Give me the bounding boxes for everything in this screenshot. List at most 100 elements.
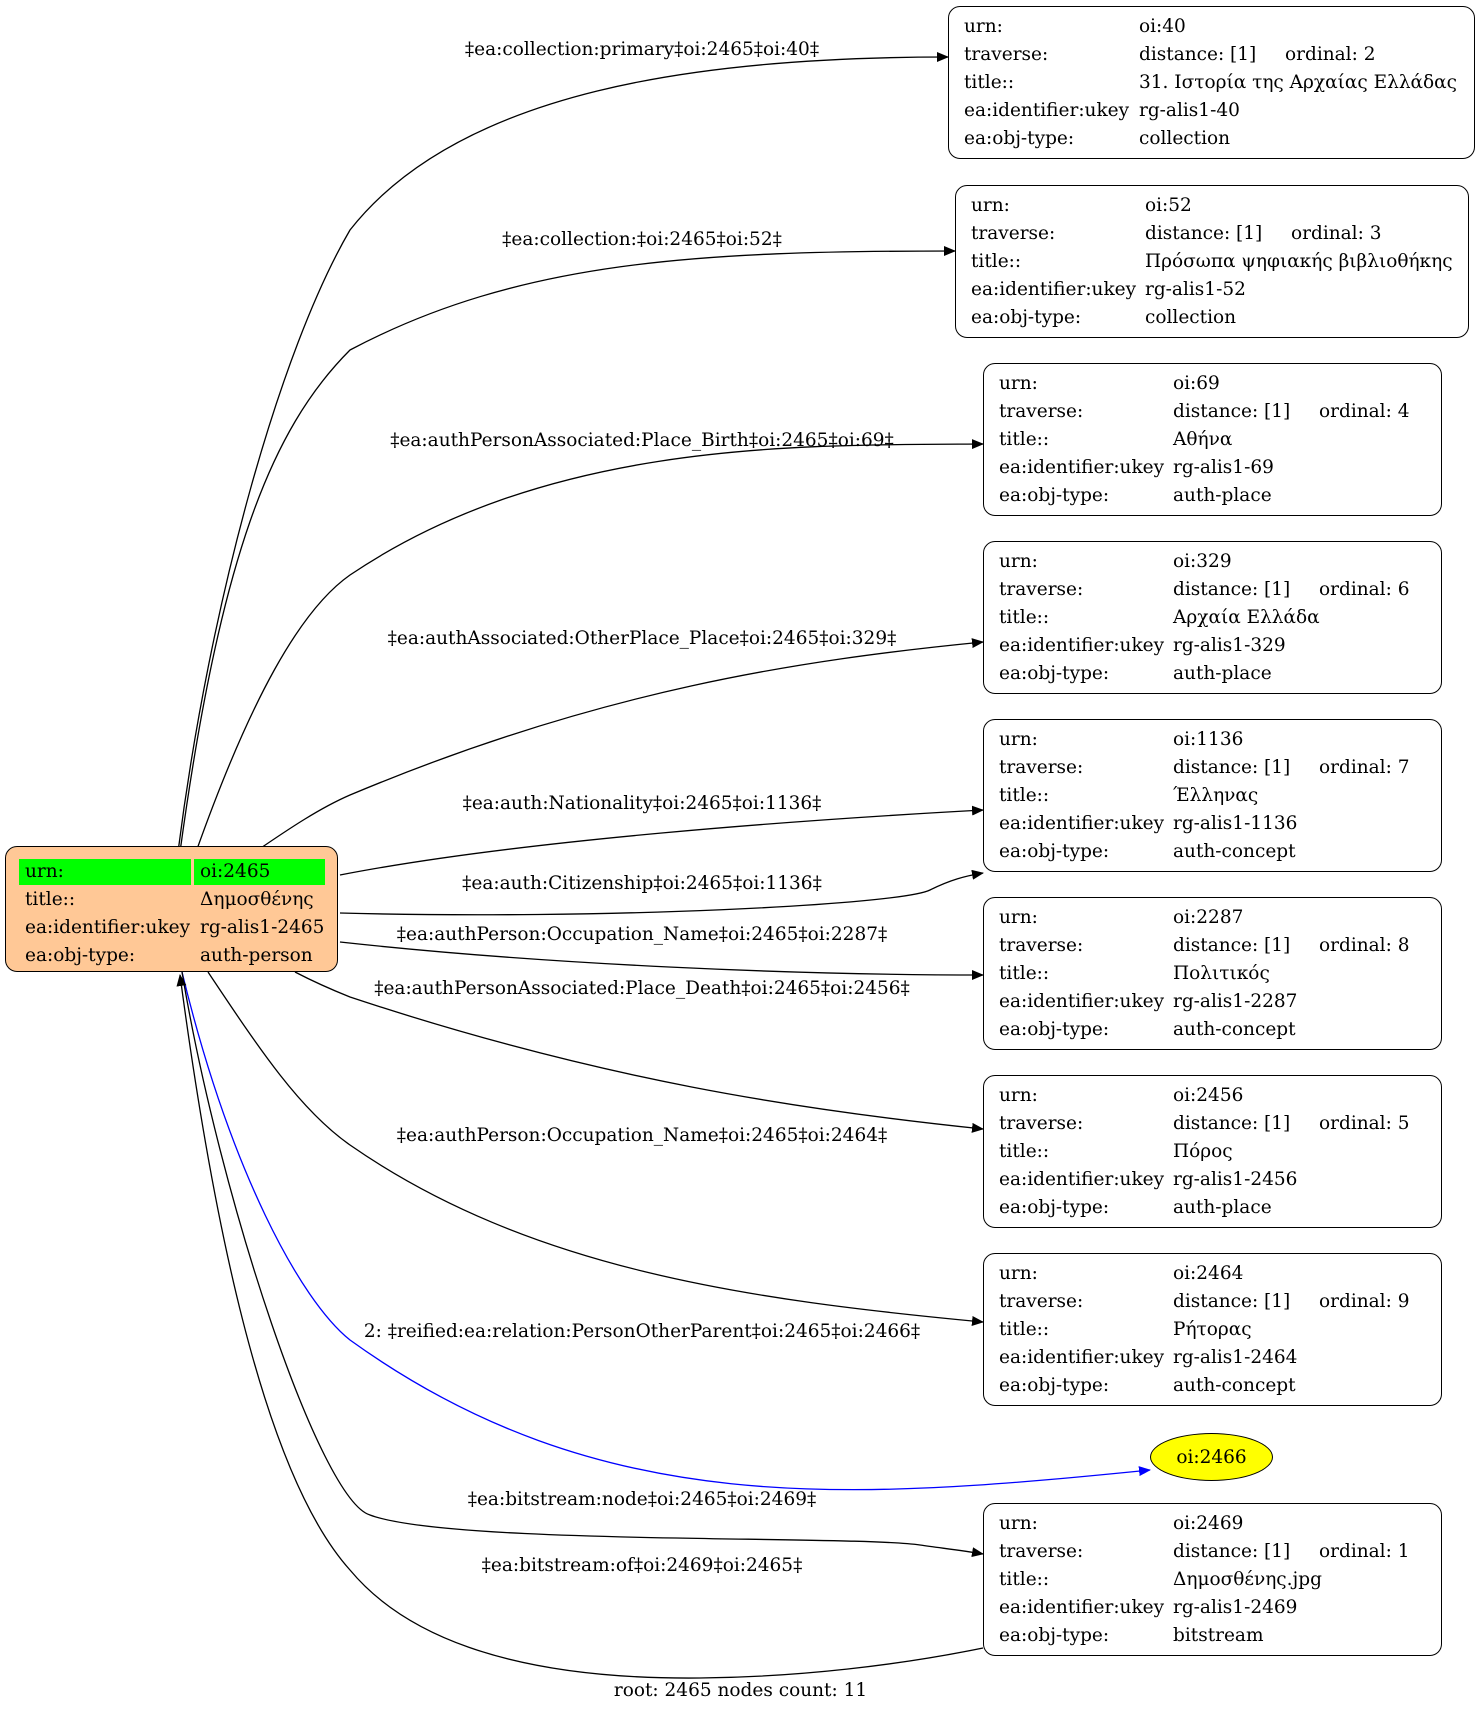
row-key: ea:obj-type:	[999, 1625, 1110, 1646]
type-value: collection	[1139, 128, 1231, 149]
edge-label: ‡ea:authPersonAssociated:Place_Birth‡oi:…	[390, 430, 894, 451]
traverse-row: traverse: distance: [1] ordinal: 7	[999, 754, 1431, 782]
distance-value: distance: [1]	[1145, 223, 1263, 244]
type-value: collection	[1145, 307, 1237, 328]
row-key: title::	[999, 607, 1050, 628]
node-ellipse[interactable]: oi:2466	[1150, 1433, 1273, 1481]
distance-value: distance: [1]	[1173, 1541, 1291, 1562]
edge-label: ‡ea:bitstream:node‡oi:2465‡oi:2469‡	[468, 1489, 817, 1510]
ordinal-value: ordinal: 4	[1319, 401, 1410, 422]
edge-bitstream-node	[181, 971, 984, 1558]
traverse-row: traverse: distance: [1] ordinal: 4	[999, 398, 1431, 426]
edge-collection-primary	[177, 52, 949, 853]
urn-row: urn: oi:1136	[999, 726, 1431, 754]
row-key: ea:obj-type:	[971, 307, 1082, 328]
traverse-row: traverse:distance: [1]ordinal: 3	[971, 220, 1458, 248]
type-value: auth-concept	[1173, 1375, 1296, 1396]
row-key: title::	[999, 429, 1050, 450]
node-card[interactable]: urn:oi:40 traverse:distance: [1]ordinal:…	[948, 6, 1475, 159]
edge-label: ‡ea:bitstream:of‡oi:2469‡oi:2465‡	[482, 1555, 803, 1576]
type-row: ea:obj-type:auth-place	[999, 1194, 1431, 1222]
node-card[interactable]: urn:oi:2464 traverse:distance: [1]ordina…	[983, 1253, 1442, 1406]
row-key: urn:	[999, 907, 1038, 928]
title-value: Έλληνας	[1173, 785, 1259, 806]
urn-value: oi:1136	[1173, 729, 1244, 750]
graph-footer: root: 2465 nodes count: 11	[613, 1680, 868, 1701]
edge-label: ‡ea:authPerson:Occupation_Name‡oi:2465‡o…	[397, 1125, 887, 1146]
urn-value: oi:40	[1139, 16, 1186, 37]
ukey-value: rg-alis1-2469	[1173, 1597, 1298, 1618]
row-key: traverse:	[999, 757, 1084, 778]
row-key: ea:identifier:ukey	[999, 1597, 1165, 1618]
urn-row: urn:oi:2287	[999, 904, 1431, 932]
urn-row: urn:oi:2464	[999, 1260, 1431, 1288]
edge-citizenship	[339, 869, 984, 916]
title-value: Πολιτικός	[1173, 963, 1270, 984]
ordinal-value: ordinal: 2	[1285, 44, 1376, 65]
ukey-value: rg-alis1-2456	[1173, 1169, 1298, 1190]
row-key: ea:identifier:ukey	[999, 457, 1165, 478]
distance-value: distance: [1]	[1173, 935, 1291, 956]
row-key: traverse:	[999, 1541, 1084, 1562]
urn-value: oi:329	[1173, 551, 1232, 572]
title-value: Δημοσθένης.jpg	[1173, 1569, 1322, 1590]
type-row: ea:obj-type:auth-concept	[999, 1016, 1431, 1044]
row-key: urn:	[25, 861, 64, 882]
type-row: ea:obj-type: collection	[971, 304, 1458, 332]
type-value: auth-place	[1173, 1197, 1272, 1218]
distance-value: distance: [1]	[1173, 757, 1291, 778]
edge-other-place	[254, 638, 984, 853]
node-card[interactable]: urn:oi:69 traverse:distance: [1]ordinal:…	[983, 363, 1442, 516]
type-row: ea:obj-type:auth-concept	[999, 838, 1431, 866]
row-key: title::	[999, 785, 1050, 806]
traverse-row: traverse:distance: [1]ordinal: 5	[999, 1110, 1431, 1138]
ukey-value: rg-alis1-1136	[1173, 813, 1298, 834]
urn-value: oi:2469	[1173, 1513, 1244, 1534]
node-card[interactable]: urn:oi:2456 traverse:distance: [1]ordina…	[983, 1075, 1442, 1228]
row-key: ea:identifier:ukey	[25, 917, 191, 938]
type-row: ea:obj-type:auth-place	[999, 482, 1431, 510]
row-key: title::	[25, 889, 76, 910]
urn-row: urn:oi:329	[999, 548, 1431, 576]
title-row: title::Έλληνας	[999, 782, 1431, 810]
node-card[interactable]: urn:oi:52 traverse:distance: [1]ordinal:…	[955, 185, 1469, 338]
node-card[interactable]: urn:oi:2287 traverse:distance: [1]ordina…	[983, 897, 1442, 1050]
row-key: traverse:	[999, 579, 1084, 600]
ordinal-value: ordinal: 3	[1291, 223, 1382, 244]
edge-place-birth	[195, 439, 984, 853]
edge-occupation-2287	[339, 941, 984, 980]
distance-value: distance: [1]	[1173, 401, 1291, 422]
row-key: ea:identifier:ukey	[999, 1169, 1165, 1190]
type-value: auth-place	[1173, 663, 1272, 684]
ukey-value: rg-alis1-2465	[200, 917, 325, 938]
distance-value: distance: [1]	[1139, 44, 1257, 65]
title-value: Δημοσθένης	[200, 889, 314, 910]
node-card[interactable]: urn: oi:1136 traverse: distance: [1] ordina…	[983, 719, 1442, 872]
row-key: urn:	[999, 1513, 1038, 1534]
row-key: ea:obj-type:	[999, 663, 1110, 684]
row-key: ea:obj-type:	[25, 945, 136, 966]
row-key: urn:	[999, 729, 1038, 750]
row-key: ea:identifier:ukey	[999, 635, 1165, 656]
title-value: Αρχαία Ελλάδα	[1173, 607, 1320, 628]
row-key: ea:obj-type:	[999, 841, 1110, 862]
urn-row: urn:oi:40	[964, 13, 1464, 41]
type-row: ea:obj-type:bitstream	[999, 1622, 1431, 1650]
type-row: ea:obj-type:collection	[964, 125, 1464, 153]
root-node[interactable]: urn: oi:2465 title:: Δημοσθένης ea:ident…	[5, 846, 338, 972]
row-key: traverse:	[999, 401, 1084, 422]
urn-row: urn: oi:2469	[999, 1510, 1431, 1538]
node-card[interactable]: urn:oi:2469 traverse:distance: [1]ordina…	[983, 1503, 1442, 1656]
ordinal-value: ordinal: 7	[1319, 757, 1410, 778]
title-row: title::Δημοσθένης.jpg	[999, 1566, 1431, 1594]
type-row: ea:obj-type: auth-place	[999, 660, 1431, 688]
node-card[interactable]: urn:oi:329 traverse:distance: [1]ordinal…	[983, 541, 1442, 694]
row-key: title::	[999, 1569, 1050, 1590]
row-key: urn:	[999, 1085, 1038, 1106]
title-row: title::Αθήνα	[999, 426, 1431, 454]
row-key: ea:identifier:ukey	[999, 991, 1165, 1012]
